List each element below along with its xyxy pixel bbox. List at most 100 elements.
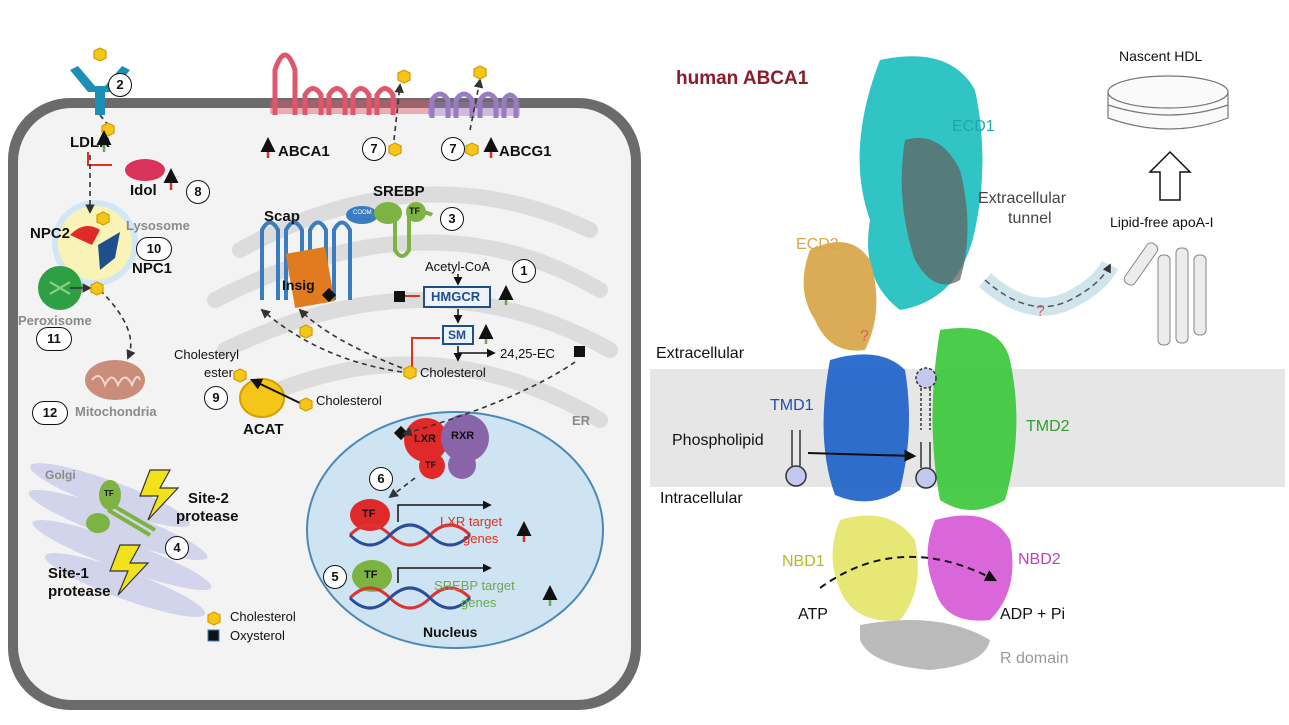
nascent-hdl-disc (1107, 75, 1229, 130)
sm-box (442, 325, 474, 345)
mitochondria-label: Mitochondria (75, 404, 157, 419)
r-domain-label: R domain (1000, 650, 1069, 667)
er-label: ER (572, 413, 591, 428)
question-mark-1: ? (1036, 303, 1045, 320)
ester-label: ester (204, 365, 233, 380)
acat-label: ACAT (243, 421, 284, 438)
step-badge-5: 5 (323, 565, 347, 589)
intracellular-label: Intracellular (660, 490, 743, 507)
step-badge-3: 3 (440, 207, 464, 231)
apoa1-helices (1123, 242, 1207, 346)
step-badge-4: 4 (165, 536, 189, 560)
srebp-label: SREBP (373, 183, 425, 200)
idol (125, 159, 165, 181)
idol-label: Idol (130, 182, 157, 199)
site2-protease (139, 469, 180, 521)
adp-label: ADP + Pi (1000, 606, 1066, 623)
step-badge-8: 8 (186, 180, 210, 204)
nbd2-label: NBD2 (1018, 551, 1061, 568)
step-badge-11: 11 (36, 327, 72, 351)
lxr-label: LXR (414, 433, 436, 445)
nbd1-label: NBD1 (782, 553, 825, 570)
srebp-target-label-2: genes (461, 595, 497, 610)
legend-cholesterol: Cholesterol (230, 609, 296, 624)
srebp-tf-dna-label: TF (364, 569, 378, 581)
step-badge-7a: 7 (362, 137, 386, 161)
step-badge-7b: 7 (441, 137, 465, 161)
npc2-label: NPC2 (30, 225, 71, 242)
site1-label-1: Site-1 (48, 565, 89, 582)
hmgcr-box (423, 286, 491, 308)
tmd1-domain (823, 354, 909, 502)
atp-arc (819, 555, 998, 589)
dna-helix (348, 523, 472, 610)
tunnel-label-2: tunnel (1008, 210, 1052, 227)
site2-label-1: Site-2 (188, 490, 229, 507)
legend-oxysterol-marker (207, 629, 220, 642)
legend-oxysterol: Oxysterol (230, 628, 285, 643)
abca1-label: ABCA1 (278, 143, 330, 160)
step-badge-6: 6 (369, 467, 393, 491)
r-domain (860, 620, 990, 670)
site1-protease (109, 544, 150, 596)
nbd1-domain (832, 515, 918, 621)
coom-domain (346, 206, 378, 224)
cholesterol-er-label: Cholesterol (420, 365, 486, 380)
atp-label: ATP (798, 606, 828, 623)
ecd1-label: ECD1 (952, 118, 995, 135)
ldlr-label: LDLR (70, 134, 110, 151)
srebp-target-label-1: SREBP target (434, 578, 515, 593)
lxr (404, 418, 448, 462)
site2-label-2: protease (176, 508, 239, 525)
cholesteryl-label: Cholesteryl (174, 347, 240, 362)
rxr-label: RXR (451, 430, 475, 442)
nucleus-label: Nucleus (423, 624, 478, 640)
rxr (441, 414, 489, 462)
phospholipid-icons (785, 367, 937, 489)
lxr-tf-small-label: TF (425, 460, 436, 470)
tmd2-domain (932, 328, 1017, 510)
ec-label: 24,25-EC (500, 346, 555, 361)
tmd2-label: TMD2 (1026, 418, 1070, 435)
peroxisome-label: Peroxisome (18, 313, 92, 328)
acetyl-coa-label: Acetyl-CoA (425, 259, 491, 274)
abcg1-label: ABCG1 (499, 143, 552, 160)
step-badge-10: 10 (136, 237, 172, 261)
tmd1-label: TMD1 (770, 397, 814, 414)
tunnel-label-1: Extracellular (978, 190, 1067, 207)
abca1-title: human ABCA1 (676, 68, 809, 89)
lxr-target-label-2: genes (463, 531, 499, 546)
question-mark-2: ? (860, 328, 869, 345)
extracellular-label: Extracellular (656, 345, 745, 362)
npc1-label: NPC1 (132, 260, 173, 277)
abca1-structure (803, 56, 1017, 670)
tf-srebp (352, 560, 392, 592)
tunnel (901, 138, 968, 285)
lysosome-label: Lysosome (126, 218, 190, 233)
site1-label-2: protease (48, 583, 111, 600)
hmgcr-label: HMGCR (431, 289, 481, 304)
hollow-arrow (1148, 150, 1192, 201)
scap-label: Scap (264, 208, 300, 225)
step-badge-9: 9 (204, 386, 228, 410)
coom-label: COOM (353, 210, 372, 216)
srebp-tf-label: TF (409, 206, 420, 216)
cholesterol-acat-label: Cholesterol (316, 393, 382, 408)
abca1-transporter (272, 52, 396, 115)
lxr-target-label-1: LXR target (440, 514, 503, 529)
step-badge-12: 12 (32, 401, 68, 425)
golgi-tf-label: TF (104, 489, 114, 498)
apoa1-label: Lipid-free apoA-I (1110, 214, 1214, 230)
abcg1-transporter (429, 91, 519, 118)
tf-lxr (350, 499, 390, 531)
insig-label: Insig (282, 277, 315, 293)
step-badge-2: 2 (108, 73, 132, 97)
insig (285, 246, 335, 309)
ecd2-label: ECD2 (796, 236, 839, 253)
lysosome (55, 203, 135, 283)
sm-label: SM (448, 328, 466, 342)
phospholipid-label: Phospholipid (672, 432, 764, 449)
ecd2-domain (803, 242, 877, 351)
scap-protein (260, 220, 352, 300)
